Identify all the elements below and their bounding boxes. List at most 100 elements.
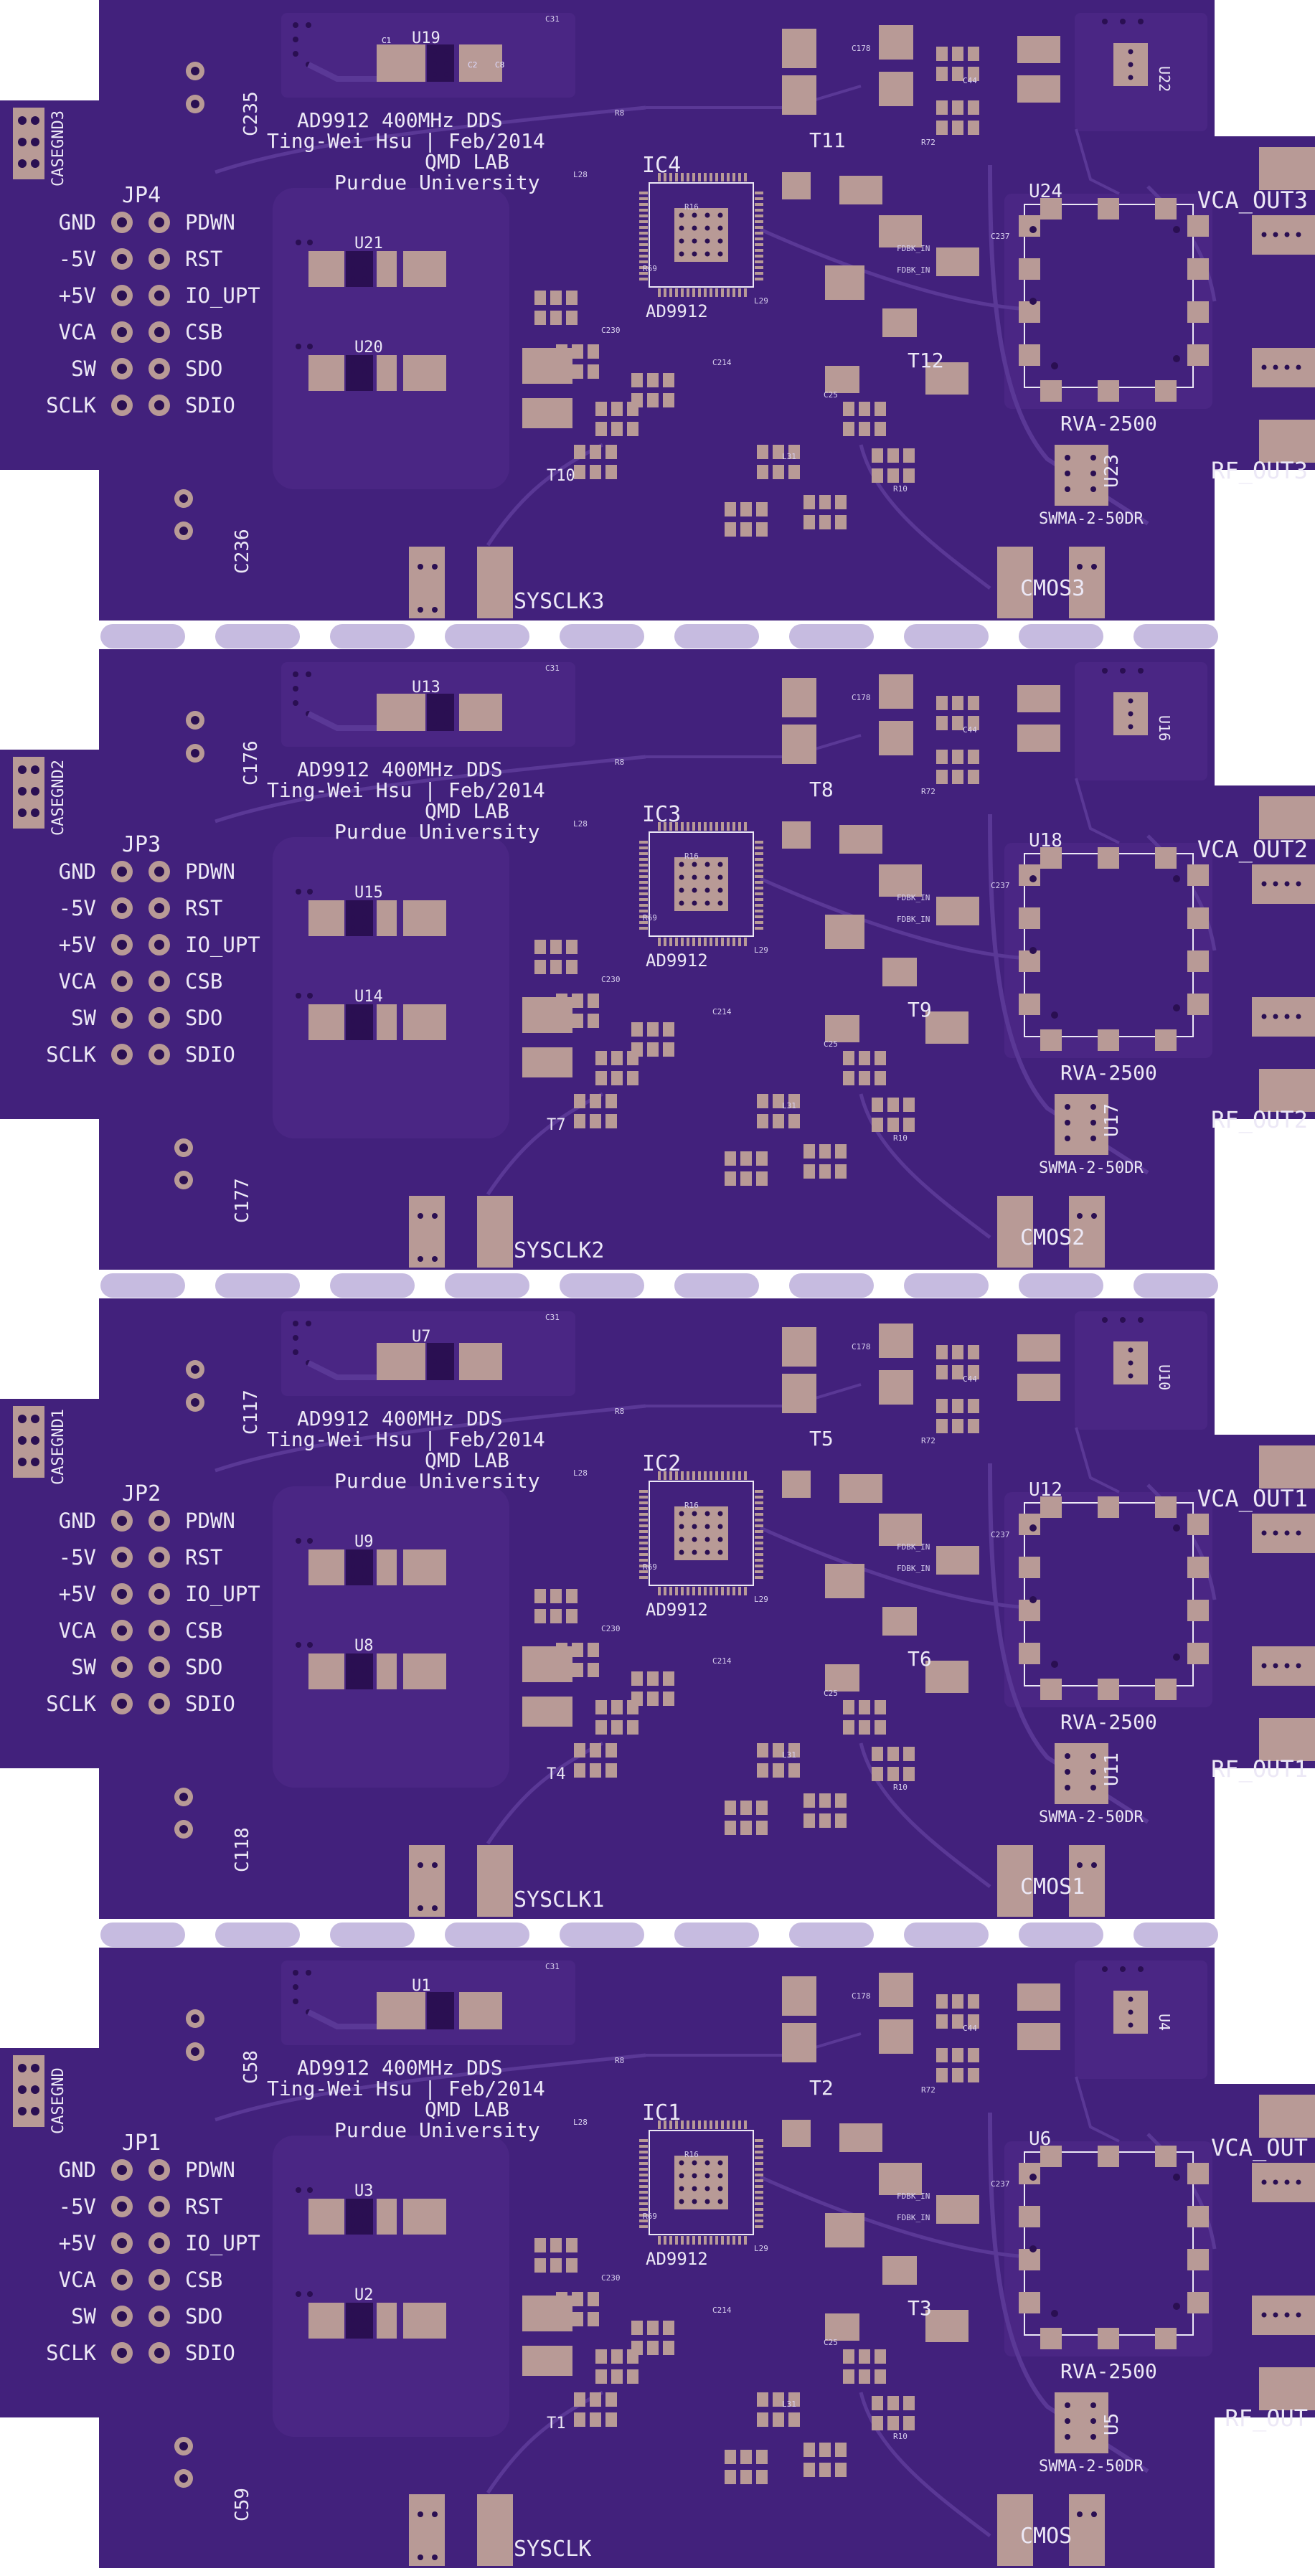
header-right-label: SDIO (185, 393, 235, 417)
smd-pad (1040, 380, 1062, 402)
header-pin (111, 2232, 133, 2254)
via (1090, 2402, 1096, 2408)
smd-pad (1098, 1679, 1119, 1700)
switch-designator: U11 (1101, 1752, 1123, 1786)
smd-pad (835, 2443, 847, 2457)
via (307, 1642, 313, 1648)
via (307, 240, 313, 245)
smd-pad (819, 495, 831, 509)
cmos-pad-b (1069, 1196, 1105, 1268)
smd-pad (875, 1700, 886, 1714)
smd-pad (1187, 258, 1209, 280)
via (1090, 486, 1096, 492)
via (418, 2511, 423, 2517)
smd-pad (839, 1474, 882, 1503)
trace (859, 1742, 991, 1888)
via (1029, 1596, 1037, 1603)
top-right-ic (1102, 1317, 1148, 1384)
via (717, 2186, 723, 2192)
via (296, 1538, 301, 1544)
via (432, 1256, 438, 1262)
via (692, 212, 697, 218)
smd-pad (825, 265, 864, 300)
smd-pad (725, 1821, 736, 1835)
via (432, 1213, 438, 1219)
trace (307, 711, 377, 731)
smd-pad (782, 725, 816, 764)
pour-regulators (273, 837, 509, 1138)
smd-pad (611, 1071, 623, 1085)
smd-pad (887, 1098, 899, 1112)
top-right-ic (1102, 19, 1148, 86)
svg-text:C1: C1 (382, 36, 391, 45)
smd-pad (595, 402, 607, 416)
slot (674, 1922, 759, 1947)
header-left-label: -5V (59, 896, 96, 920)
via (362, 360, 367, 364)
cap-bottom-label: C118 (232, 1827, 253, 1872)
sysclk-label: SYSCLK (514, 2537, 591, 2562)
via (1065, 2434, 1070, 2440)
via (1138, 19, 1144, 24)
smd-pad (936, 121, 948, 135)
header-pin (149, 285, 170, 306)
smd-pad (952, 1419, 963, 1433)
via (717, 900, 723, 906)
trace (1075, 128, 1120, 195)
via (704, 900, 710, 906)
rf-out-pad (1259, 1718, 1315, 1761)
svg-text:C237: C237 (991, 881, 1010, 890)
cap-top-label: C235 (240, 91, 262, 136)
header-pin (149, 1007, 170, 1029)
smd-pad (572, 2312, 583, 2326)
smd-pad (936, 1546, 979, 1575)
via (351, 1669, 355, 1673)
svg-text:R69: R69 (643, 2212, 657, 2221)
svg-text:L29: L29 (754, 296, 768, 306)
smd-pad (936, 716, 948, 730)
smd-pad (590, 1114, 601, 1128)
via (444, 1348, 448, 1352)
via (717, 1549, 723, 1555)
passive-array (522, 1324, 1060, 1835)
smd-pad (1017, 685, 1060, 712)
smd-pad (1019, 994, 1040, 1015)
smd-pad (663, 1671, 674, 1686)
svg-text:C8: C8 (495, 60, 504, 70)
reg-input-cap (308, 355, 344, 391)
via (679, 900, 684, 906)
smd-pad (627, 1720, 638, 1735)
smd-pad (590, 445, 601, 459)
header-pin (111, 1693, 133, 1714)
regulator-label: U21 (354, 235, 383, 253)
smd-pad (968, 2014, 979, 2029)
svg-text:L28: L28 (573, 170, 588, 179)
smd-pad (1187, 2292, 1209, 2313)
svg-text:L31: L31 (782, 452, 796, 461)
smd-pad (1040, 2146, 1062, 2167)
header-pin (111, 2342, 133, 2364)
sma-pad (1252, 864, 1315, 904)
reg-input-cap (308, 2303, 344, 2339)
via (692, 1537, 697, 1542)
via (1273, 232, 1278, 237)
smd-pad (534, 2258, 546, 2273)
smd-pad (782, 2023, 816, 2062)
smd-pad (590, 2412, 601, 2427)
module-author: Ting-Wei Hsu | Feb/2014 (267, 129, 545, 153)
smd-pad (803, 2463, 815, 2477)
trace (759, 1526, 1019, 1609)
header-right-label: PDWN (185, 2158, 235, 2182)
via (307, 2187, 313, 2193)
slot (215, 1922, 300, 1947)
smd-pad (936, 2014, 948, 2029)
via (679, 2173, 684, 2179)
via (1029, 2174, 1037, 2181)
trace (988, 813, 1149, 1175)
smd-pad (968, 1399, 979, 1413)
via (362, 266, 367, 270)
header-left-label: GND (59, 1509, 96, 1533)
output-connectors (1252, 1445, 1315, 1761)
via (1128, 62, 1133, 67)
